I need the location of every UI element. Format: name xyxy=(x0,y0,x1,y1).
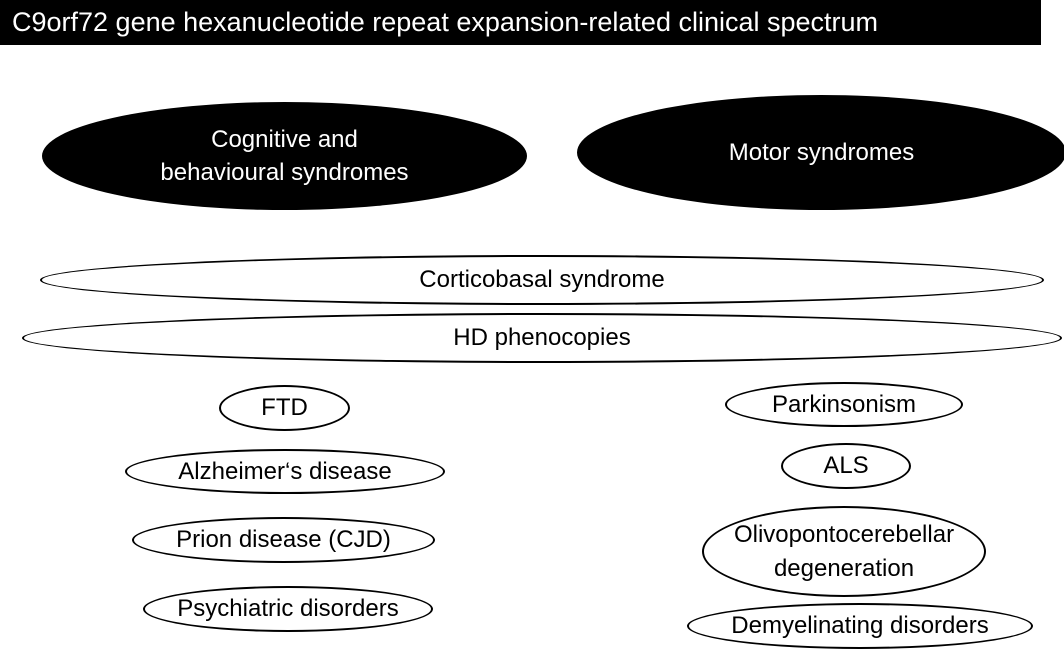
alzheimers-disease-label: Alzheimer‘s disease xyxy=(178,457,392,485)
prion-disease-node: Prion disease (CJD) xyxy=(132,517,435,563)
motor-syndromes-label: Motor syndromes xyxy=(728,138,915,166)
cognitive-behavioural-syndromes-node: Cognitive and behavioural syndromes xyxy=(42,102,527,210)
hd-phenocopies-node: HD phenocopies xyxy=(22,313,1062,363)
olivopontocerebellar-degeneration-node: Olivopontocerebellar degeneration xyxy=(702,506,986,597)
corticobasal-syndrome-node: Corticobasal syndrome xyxy=(40,255,1044,305)
demyelinating-disorders-node: Demyelinating disorders xyxy=(687,603,1033,649)
psychiatric-disorders-label: Psychiatric disorders xyxy=(177,595,399,623)
diagram-title: C9orf72 gene hexanucleotide repeat expan… xyxy=(0,0,1041,45)
alzheimers-disease-node: Alzheimer‘s disease xyxy=(125,449,445,494)
als-label: ALS xyxy=(823,452,869,480)
als-node: ALS xyxy=(781,443,911,489)
olivo-label-line2: degeneration xyxy=(773,554,915,582)
demyelinating-disorders-label: Demyelinating disorders xyxy=(731,612,989,640)
hd-phenocopies-label: HD phenocopies xyxy=(453,324,631,352)
prion-disease-label: Prion disease (CJD) xyxy=(176,526,391,554)
cognitive-label-line2: behavioural syndromes xyxy=(160,159,409,186)
corticobasal-syndrome-label: Corticobasal syndrome xyxy=(419,266,665,294)
cognitive-behavioural-label: Cognitive and behavioural syndromes xyxy=(160,123,408,189)
olivopontocerebellar-label: Olivopontocerebellar degeneration xyxy=(734,518,954,584)
olivo-label-line1: Olivopontocerebellar xyxy=(733,521,955,549)
motor-syndromes-node: Motor syndromes xyxy=(577,95,1064,210)
parkinsonism-label: Parkinsonism xyxy=(771,390,917,418)
parkinsonism-node: Parkinsonism xyxy=(725,382,963,427)
ftd-node: FTD xyxy=(219,385,350,431)
psychiatric-disorders-node: Psychiatric disorders xyxy=(143,586,433,632)
cognitive-label-line1: Cognitive and xyxy=(211,125,358,153)
ftd-label: FTD xyxy=(261,394,308,422)
